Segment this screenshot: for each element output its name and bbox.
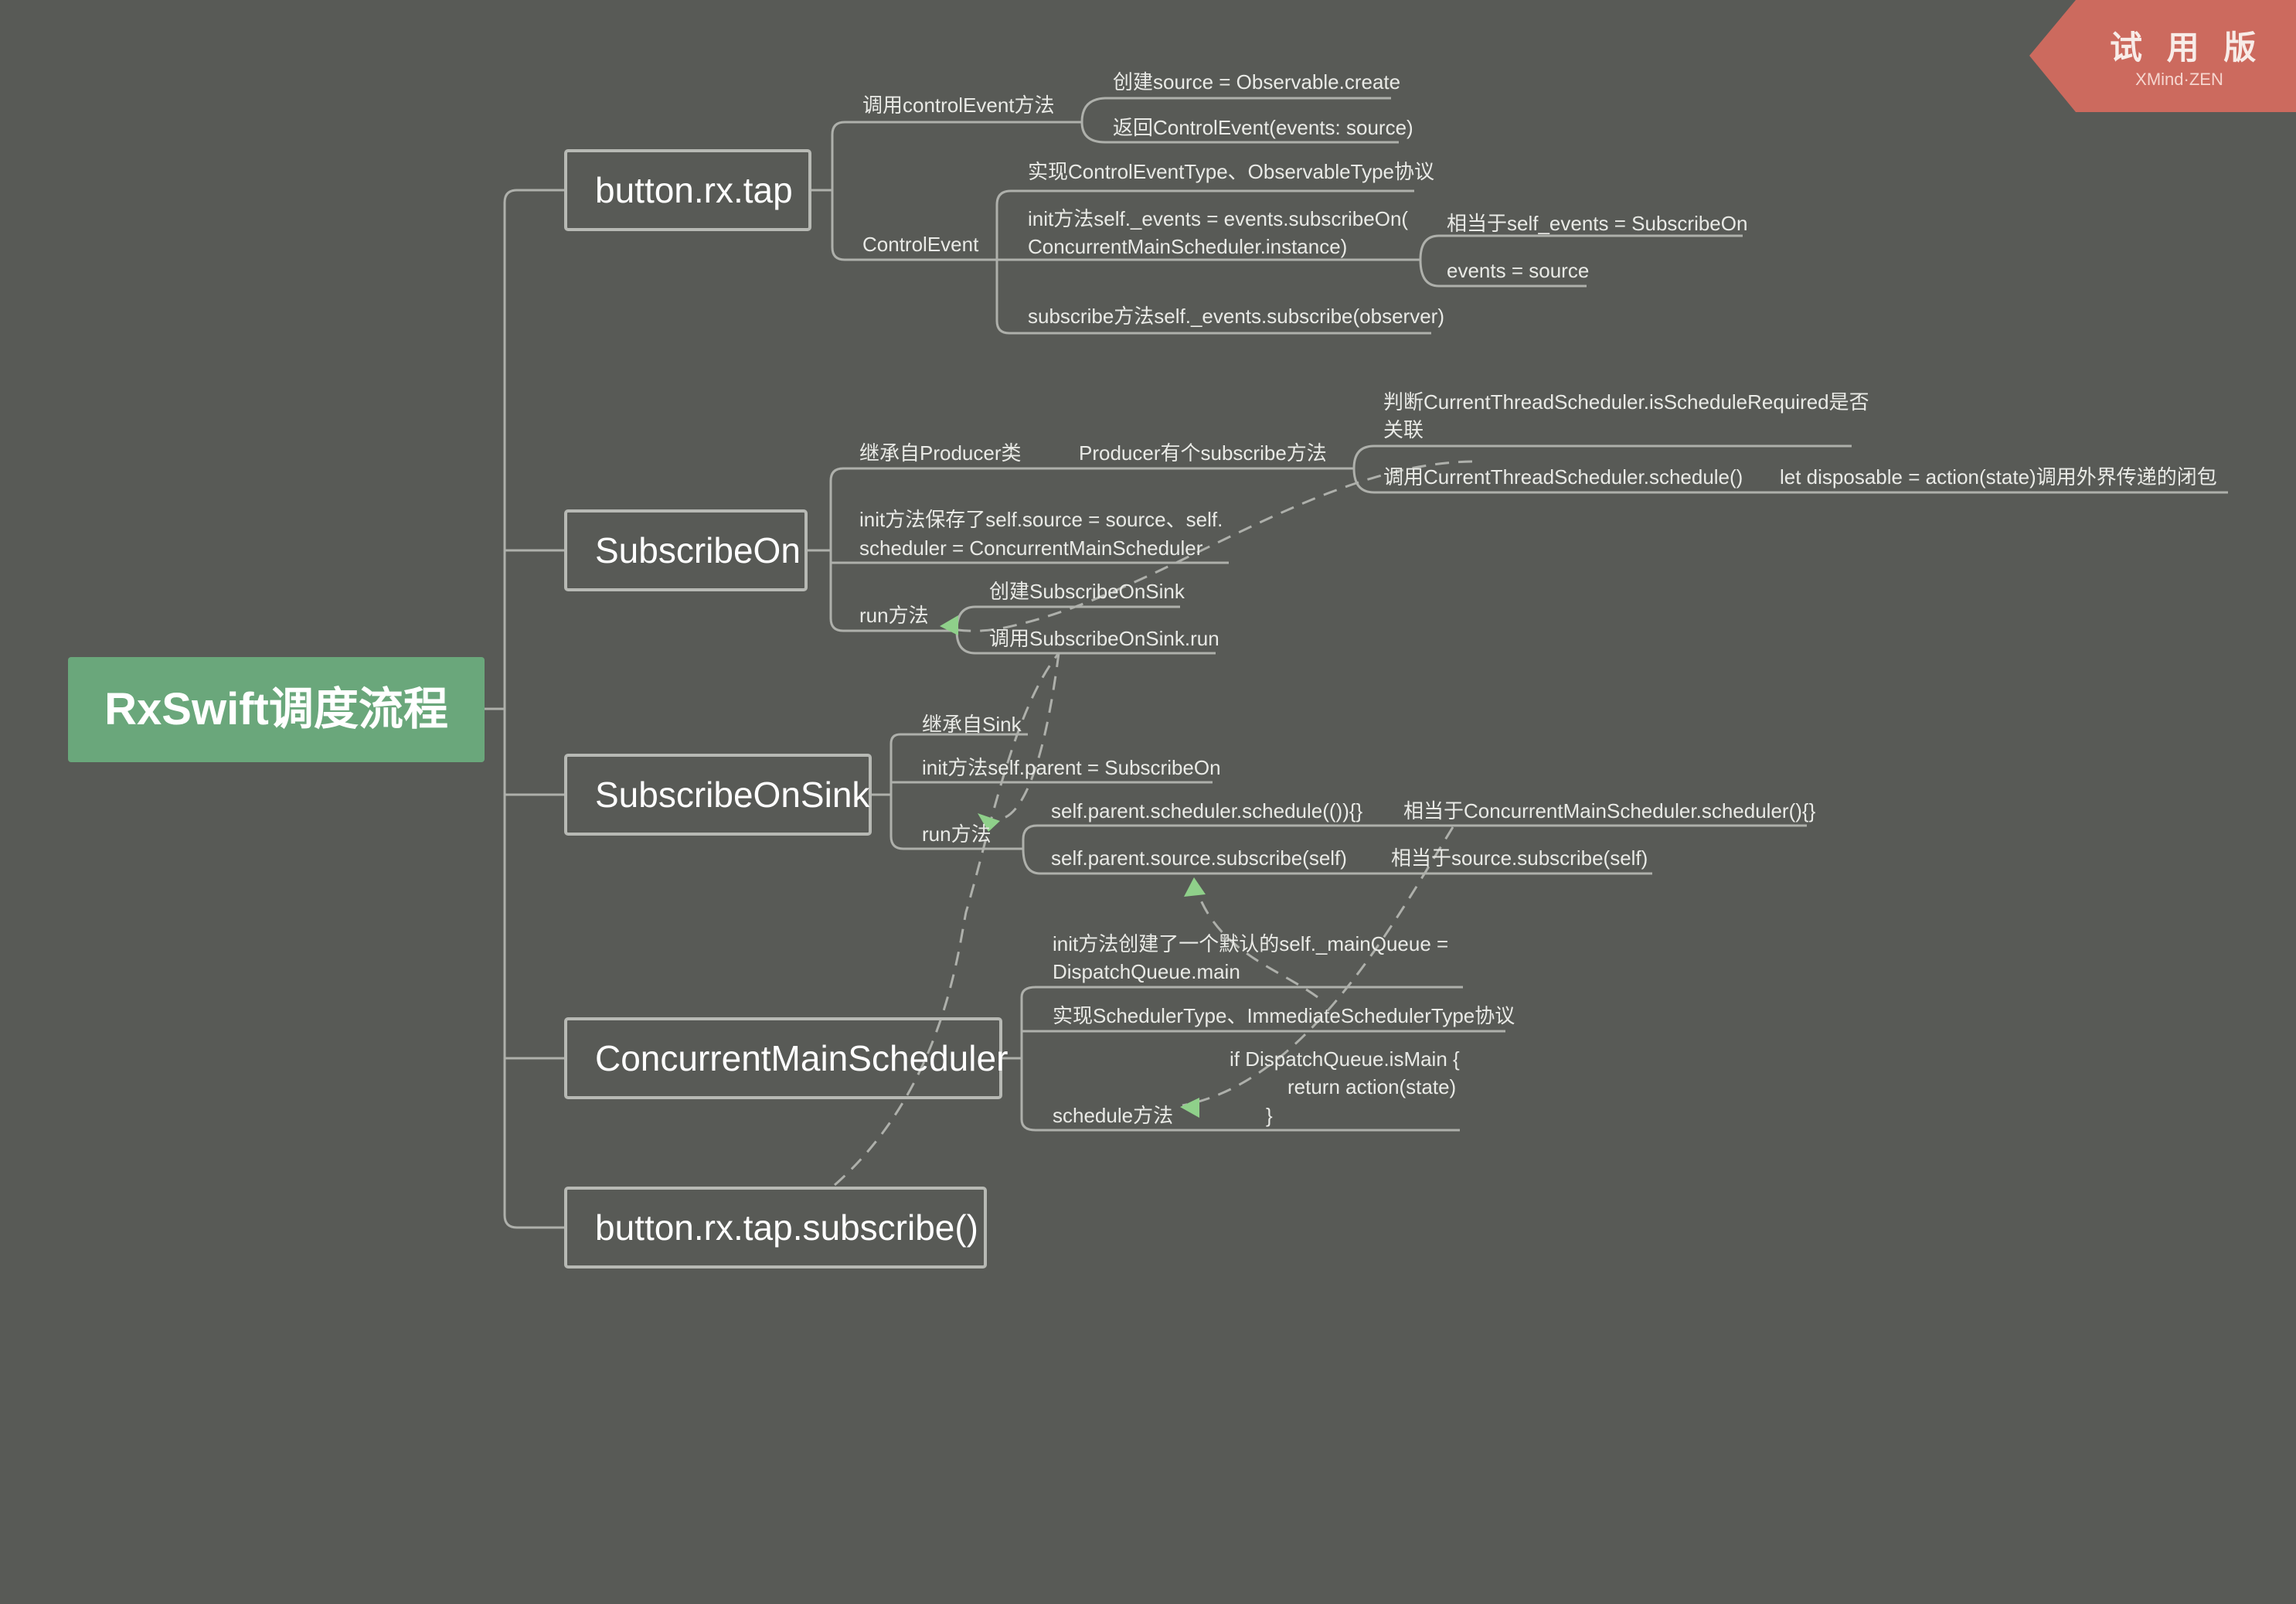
connector-concurrent-branch	[1002, 986, 1505, 1132]
connector-trunk	[503, 189, 564, 1229]
node-button-rx-tap-subscribe[interactable]: button.rx.tap.subscribe()	[564, 1187, 987, 1269]
topic-code-line2[interactable]: return action(state)	[1287, 1075, 1457, 1098]
connector-control-event-children	[1080, 97, 1399, 144]
topic-equivalent-scheduler[interactable]: 相当于ConcurrentMainScheduler.scheduler(){}	[1403, 799, 1816, 822]
ribbon-shape	[2029, 0, 2296, 112]
topic-events-eq-source[interactable]: events = source	[1447, 259, 1590, 282]
arrowhead-2	[940, 615, 958, 635]
connector-control-event	[995, 189, 1431, 335]
topic-call-schedule[interactable]: 调用CurrentThreadScheduler.schedule()	[1383, 465, 1743, 489]
flow-arrow-2	[996, 652, 1060, 821]
topic-source-subscribe[interactable]: self.parent.source.subscribe(self)	[1051, 846, 1347, 870]
topic-code-line1[interactable]: if DispatchQueue.isMain {	[1230, 1047, 1460, 1071]
topic-inherits-producer[interactable]: 继承自Producer类	[859, 441, 1022, 465]
topic-scheduler-protocols[interactable]: 实现SchedulerType、ImmediateSchedulerType协议	[1053, 1004, 1515, 1027]
topic-schedule-method[interactable]: schedule方法	[1053, 1104, 1174, 1127]
topic-create-sink[interactable]: 创建SubscribeOnSink	[989, 580, 1185, 603]
topic-implements-protocols[interactable]: 实现ControlEventType、ObservableType协议	[1028, 160, 1434, 183]
topic-return-control-event[interactable]: 返回ControlEvent(events: source)	[1113, 116, 1413, 139]
flow-arrow-4	[1182, 826, 1454, 1107]
topic-equivalent-self-events[interactable]: 相当于self_events = SubscribeOn	[1447, 212, 1748, 235]
topic-call-sink-run[interactable]: 调用SubscribeOnSink.run	[989, 627, 1219, 650]
node-subscribeon[interactable]: SubscribeOn	[564, 509, 808, 591]
topic-init-main-queue-line2[interactable]: DispatchQueue.main	[1053, 960, 1240, 983]
flow-arrow-5	[1192, 880, 1318, 999]
topic-code-line3[interactable]: }	[1266, 1104, 1273, 1127]
connector-init-children	[1419, 234, 1743, 288]
topic-call-control-event[interactable]: 调用controlEvent方法	[862, 94, 1055, 117]
topic-sink-run-method[interactable]: run方法	[922, 822, 992, 846]
topic-inherits-sink[interactable]: 继承自Sink	[922, 713, 1022, 736]
topic-init-parent[interactable]: init方法self.parent = SubscribeOn	[922, 756, 1221, 779]
topic-check-required-line1[interactable]: 判断CurrentThreadScheduler.isScheduleRequi…	[1383, 390, 1869, 414]
topic-equivalent-source[interactable]: 相当于source.subscribe(self)	[1391, 846, 1648, 870]
arrowhead-1	[978, 813, 1000, 832]
flow-arrowheads	[940, 615, 1206, 1118]
node-subscribeonsink[interactable]: SubscribeOnSink	[564, 754, 872, 836]
connector-sink-run	[1022, 824, 1807, 875]
topic-create-source[interactable]: 创建source = Observable.create	[1113, 70, 1401, 94]
topic-producer-subscribe[interactable]: Producer有个subscribe方法	[1079, 441, 1327, 465]
node-concurrent-main-scheduler[interactable]: ConcurrentMainScheduler	[564, 1017, 1008, 1099]
root-node[interactable]: RxSwift调度流程	[68, 657, 485, 762]
topic-control-event[interactable]: ControlEvent	[862, 233, 979, 256]
topic-let-disposable[interactable]: let disposable = action(state)调用外界传递的闭包	[1780, 465, 2217, 489]
watermark-subtitle: XMind·ZEN	[2135, 70, 2223, 89]
flow-arrow-1	[834, 652, 1060, 1187]
topic-init-saves-line1[interactable]: init方法保存了self.source = source、self.	[859, 508, 1223, 531]
connector-producer	[1349, 444, 2228, 494]
topic-subscribe-method[interactable]: subscribe方法self._events.subscribe(observ…	[1028, 305, 1444, 328]
trial-watermark-ribbon	[2029, 0, 2296, 112]
node-button-rx-tap[interactable]: button.rx.tap	[564, 149, 811, 231]
topic-scheduler-schedule[interactable]: self.parent.scheduler.schedule(()){}	[1051, 799, 1363, 822]
topic-init-saves-line2[interactable]: scheduler = ConcurrentMainScheduler	[859, 536, 1203, 560]
watermark-title: 试 用 版	[2110, 29, 2264, 66]
arrowhead-4	[1184, 877, 1206, 897]
topic-check-required-line2[interactable]: 关联	[1383, 418, 1424, 441]
topic-init-method-line2[interactable]: ConcurrentMainScheduler.instance)	[1028, 235, 1348, 258]
topic-init-method-line1[interactable]: init方法self._events = events.subscribeOn(	[1028, 207, 1409, 230]
topic-run-method[interactable]: run方法	[859, 604, 929, 627]
topic-init-main-queue-line1[interactable]: init方法创建了一个默认的self._mainQueue =	[1053, 932, 1449, 955]
flow-arrows	[834, 460, 1473, 1187]
connector-tap-branch	[811, 121, 1082, 261]
flow-arrow-3	[942, 460, 1473, 632]
connector-sink-branch	[872, 733, 1213, 850]
arrowhead-3	[1180, 1098, 1199, 1118]
connector-subscribeon-branch	[808, 467, 1349, 632]
